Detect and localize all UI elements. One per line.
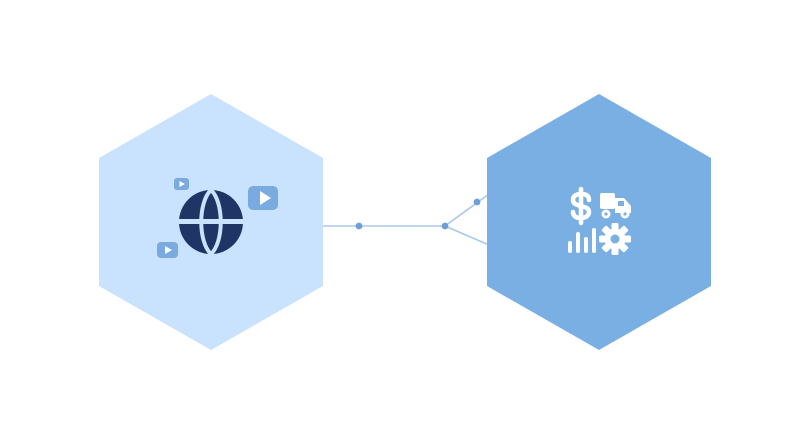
- video-play-icon-large: [248, 186, 278, 210]
- connector-dot: [355, 222, 363, 230]
- bar-chart-icon: [568, 228, 596, 253]
- video-play-icon-small-top: [174, 178, 189, 190]
- globe-video-icon: [157, 178, 278, 258]
- target-node: [487, 94, 711, 350]
- connector: [322, 193, 490, 246]
- dollar-truck-chart-gear-icon: [568, 186, 631, 255]
- dollar-icon: [570, 186, 592, 226]
- gear-icon: [599, 223, 631, 255]
- connector-branch-dot: [473, 198, 481, 206]
- truck-icon: [600, 193, 631, 219]
- connector-junction-dot: [441, 222, 449, 230]
- target-hexagon: [487, 94, 711, 350]
- connector-branch-lower: [444, 225, 490, 246]
- connector-branch-upper: [444, 193, 490, 227]
- source-node: [99, 94, 323, 350]
- globe-icon: [177, 188, 245, 256]
- video-play-icon-small-bottom: [157, 242, 178, 258]
